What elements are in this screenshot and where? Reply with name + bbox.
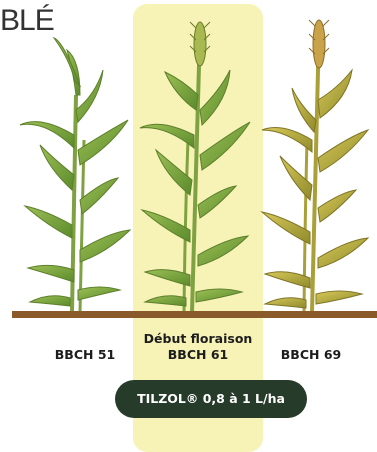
wheat-plant-bbch-69 [262, 20, 368, 312]
dose-badge: TILZOL® 0,8 à 1 L/ha [115, 380, 307, 418]
wheat-ear [309, 20, 329, 68]
ground-line [12, 311, 377, 318]
stage-label-bbch-61: BBCH 61 [163, 347, 233, 362]
wheat-plant-bbch-61 [140, 22, 250, 312]
stage-caption-flowering: Début floraison [133, 331, 263, 346]
wheat-plant-bbch-51 [20, 38, 130, 312]
stage-label-bbch-51: BBCH 51 [50, 347, 120, 362]
wheat-ear [190, 22, 210, 66]
wheat-growth-illustration [0, 0, 377, 330]
stage-label-bbch-69: BBCH 69 [276, 347, 346, 362]
